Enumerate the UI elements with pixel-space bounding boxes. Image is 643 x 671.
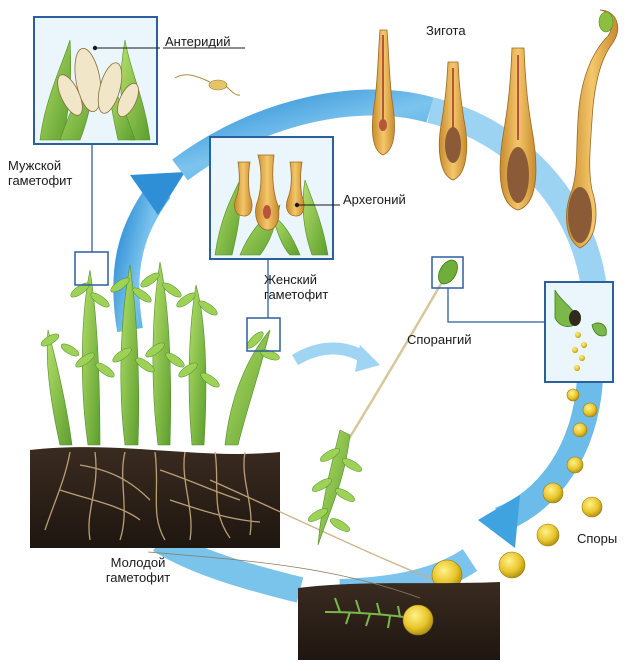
arrow-head-left xyxy=(130,172,185,215)
label-spores: Споры xyxy=(577,531,618,546)
label-antheridium: Антеридий xyxy=(165,34,231,49)
label-young-gametophyte: Молодой гаметофит xyxy=(93,555,183,585)
antheridium-inset xyxy=(33,16,160,145)
male-marker xyxy=(74,251,109,286)
archegonium-inset xyxy=(209,136,334,260)
young-gametophyte-block xyxy=(298,582,500,660)
young-leader xyxy=(147,551,421,599)
label-female-line2: гаметофит xyxy=(264,287,329,302)
label-archegonium: Архегоний xyxy=(343,192,406,207)
label-female-line1: Женский xyxy=(264,272,317,287)
label-sporangium: Спорангий xyxy=(407,332,472,347)
gametophyte-shoots xyxy=(40,261,280,446)
zygote-stage-1 xyxy=(372,29,395,156)
label-male-line1: Мужской xyxy=(8,158,62,173)
zygote-stage-2 xyxy=(438,61,468,181)
spores xyxy=(431,388,603,591)
sporangium-connector xyxy=(447,288,545,323)
sporangium-inset xyxy=(544,281,614,383)
sperm-cell xyxy=(174,74,241,96)
label-male-line2: гаметофит xyxy=(8,173,73,188)
zygote-stage-3 xyxy=(499,47,537,211)
label-male-gametophyte: Мужской гаметофит xyxy=(8,158,118,188)
arrow-head-right xyxy=(478,495,520,548)
zygote-series xyxy=(372,9,619,249)
label-zygote: Зигота xyxy=(426,23,466,38)
roots xyxy=(44,451,461,591)
label-female-gametophyte: Женский гаметофит xyxy=(264,272,374,302)
label-young-line2: гаметофит xyxy=(105,570,171,585)
zygote-stage-4 xyxy=(566,9,619,249)
label-young-line1: Молодой xyxy=(110,555,166,570)
sporophyte xyxy=(308,259,458,546)
female-marker xyxy=(246,317,281,352)
soil-block xyxy=(30,261,461,591)
